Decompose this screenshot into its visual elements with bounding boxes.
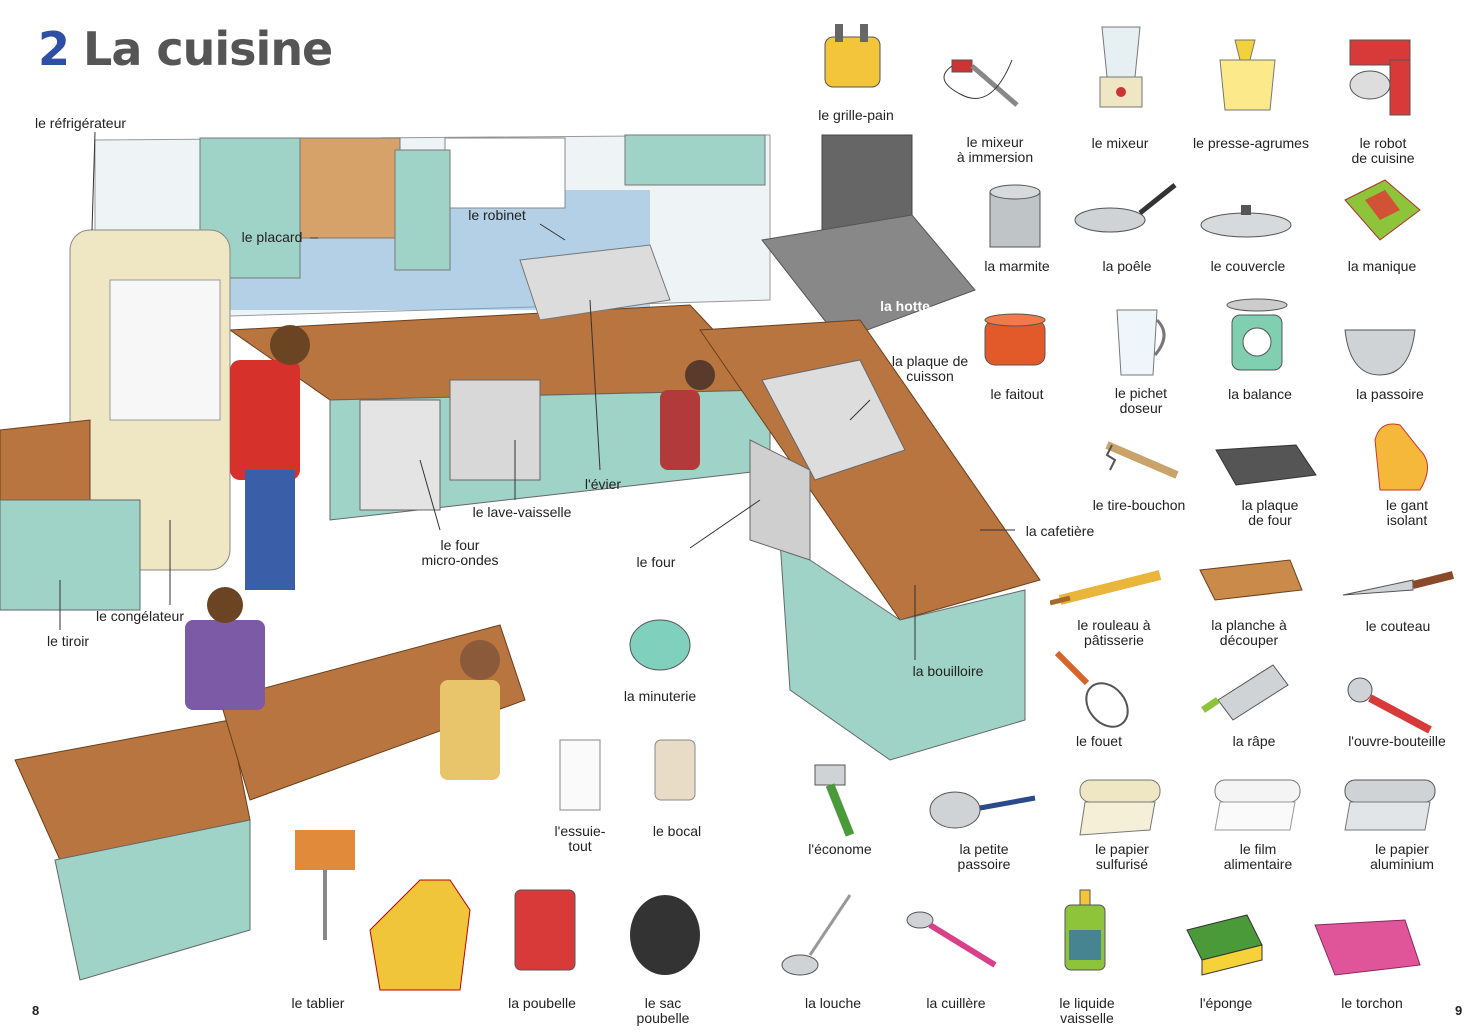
potholder-icon <box>1320 165 1440 255</box>
item-spoon: la cuillère <box>926 995 986 1011</box>
item-hand-blender: le mixeur à immersion <box>956 134 1034 165</box>
label-jar: le bocal <box>652 823 702 839</box>
item-sieve: la petite passoire <box>957 841 1011 872</box>
item-blender: le mixeur <box>1091 135 1149 151</box>
peeler-icon <box>775 755 895 845</box>
page-number-left: 8 <box>32 1003 40 1018</box>
item-washing-up-liquid: le liquide vaisselle <box>1059 995 1115 1026</box>
page-number-right: 9 <box>1455 1003 1463 1018</box>
blender-icon <box>1060 22 1180 112</box>
label-coffee-maker: la cafetière <box>1025 523 1095 539</box>
tea-towel-icon <box>1305 905 1425 995</box>
colander-icon <box>1320 300 1440 390</box>
hand-blender-icon <box>922 40 1042 130</box>
frying-pan-icon <box>1065 165 1185 255</box>
chopping-board-icon <box>1190 540 1310 630</box>
item-toaster: le grille-pain <box>818 107 894 123</box>
label-dishwasher: le lave-vaisselle <box>472 504 572 520</box>
item-ladle: la louche <box>804 995 862 1011</box>
label-microwave: le four micro-ondes <box>421 537 499 568</box>
cling-film-icon <box>1195 760 1315 850</box>
item-peeler: l'économe <box>808 841 872 857</box>
item-stockpot: la marmite <box>984 258 1050 274</box>
item-baking-tray: la plaque de four <box>1241 497 1299 528</box>
spoon-icon <box>895 900 1015 990</box>
label-bin-bag: le sac poubelle <box>636 995 690 1026</box>
item-rolling-pin: le rouleau à pâtisserie <box>1077 617 1151 648</box>
rolling-pin-icon <box>1049 545 1170 635</box>
stockpot-icon <box>955 170 1075 260</box>
label-freezer: le congélateur <box>96 608 184 624</box>
label-timer: la minuterie <box>623 688 697 704</box>
casserole-icon <box>955 295 1075 385</box>
item-colander: la passoire <box>1356 386 1424 402</box>
baking-tray-icon <box>1206 420 1326 510</box>
sponge-icon <box>1162 900 1282 990</box>
item-bottle-opener: l'ouvre-bouteille <box>1348 733 1446 749</box>
corkscrew-icon <box>1077 415 1197 505</box>
item-casserole: le faitout <box>990 386 1044 402</box>
grater-icon <box>1193 655 1313 745</box>
item-juicer: le presse-agrumes <box>1193 135 1309 151</box>
whisk-icon <box>1037 643 1157 733</box>
item-baking-paper: le papier sulfurisé <box>1095 841 1149 872</box>
item-sponge: l'éponge <box>1199 995 1253 1011</box>
item-lid: le couvercle <box>1210 258 1286 274</box>
scale-icon <box>1197 290 1317 380</box>
item-tea-towel: le torchon <box>1341 995 1403 1011</box>
item-foil: le papier aluminium <box>1370 841 1434 872</box>
foil-icon <box>1330 760 1450 850</box>
washing-up-liquid-icon <box>1025 885 1145 975</box>
juicer-icon <box>1190 30 1310 120</box>
item-cling-film: le film alimentaire <box>1223 841 1293 872</box>
label-sink: l'évier <box>584 476 622 492</box>
item-oven-glove: le gant isolant <box>1385 497 1429 528</box>
chapter-title: La cuisine <box>83 22 333 76</box>
label-drawer: le tiroir <box>46 633 90 649</box>
food-processor-icon <box>1320 30 1440 120</box>
item-measuring-jug: le pichet doseur <box>1114 385 1168 416</box>
measuring-jug-icon <box>1077 295 1197 385</box>
baking-paper-icon <box>1060 760 1180 850</box>
label-apron: le tablier <box>291 995 345 1011</box>
item-grater: la râpe <box>1232 733 1276 749</box>
label-oven: le four <box>636 554 676 570</box>
label-cupboard: le placard <box>241 229 303 245</box>
oven-glove-icon <box>1340 410 1460 500</box>
label-kettle: la bouilloire <box>912 663 984 679</box>
label-paper-towel: l'essuie- tout <box>554 823 606 854</box>
label-hood: la hotte <box>880 298 930 314</box>
knife-icon <box>1338 545 1458 635</box>
chapter-number: 2 <box>38 22 70 76</box>
item-scale: la balance <box>1228 386 1292 402</box>
item-knife: le couteau <box>1365 618 1431 634</box>
item-chopping-board: la planche à découper <box>1211 617 1287 648</box>
label-tap: le robinet <box>468 207 526 223</box>
label-bin: la poubelle <box>508 995 576 1011</box>
lid-icon <box>1186 170 1306 260</box>
ladle-icon <box>770 890 890 980</box>
item-potholder: la manique <box>1347 258 1417 274</box>
toaster-icon <box>790 12 910 102</box>
label-fridge: le réfrigérateur <box>35 115 127 131</box>
item-whisk: le fouet <box>1076 733 1122 749</box>
bottle-opener-icon <box>1330 660 1450 750</box>
item-food-processor: le robot de cuisine <box>1351 135 1415 166</box>
item-frying-pan: la poêle <box>1102 258 1152 274</box>
item-corkscrew: le tire-bouchon <box>1092 497 1186 513</box>
label-hob: la plaque de cuisson <box>891 353 969 384</box>
sieve-icon <box>920 770 1040 860</box>
